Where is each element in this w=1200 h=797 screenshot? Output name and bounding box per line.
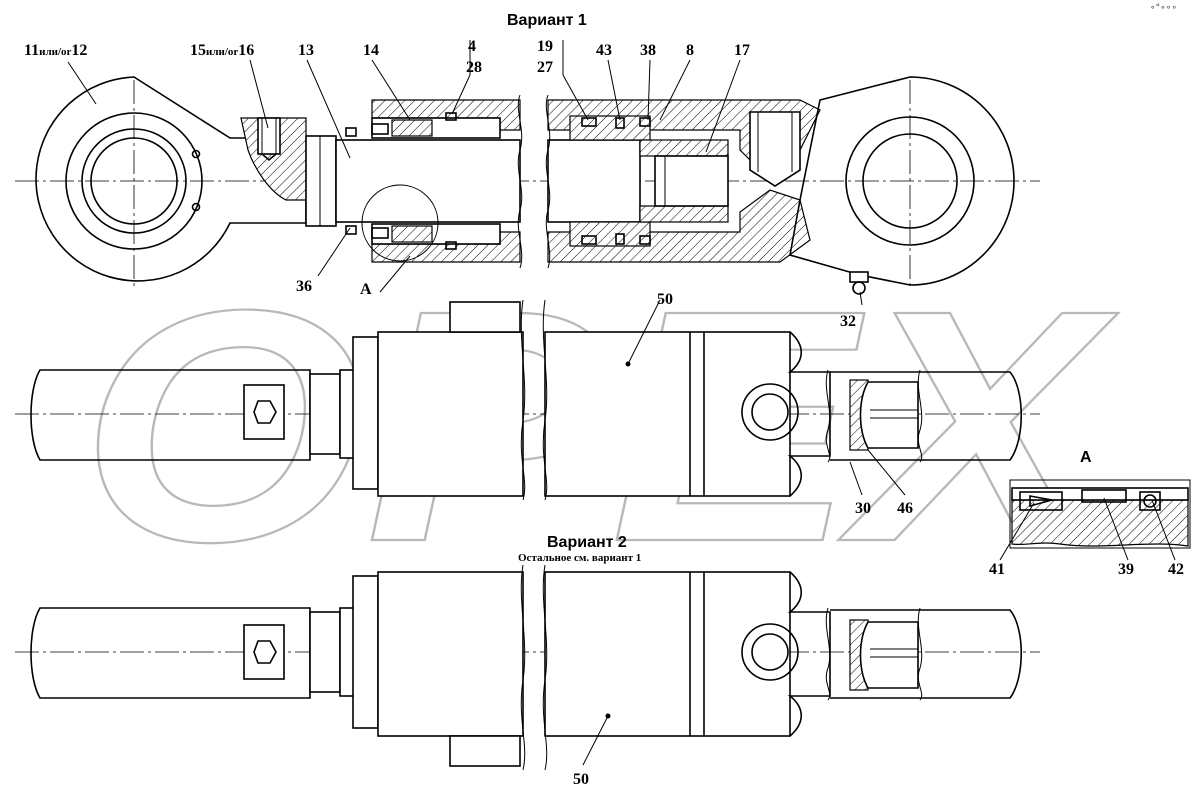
label-13: 13 — [298, 42, 314, 59]
corner-mark: ∘°∘∘∘ — [1150, 3, 1177, 13]
cylinder-clevis-right — [749, 76, 1015, 295]
view-variant-1-exterior — [15, 299, 1040, 501]
label-a-callout: A — [360, 281, 372, 298]
label-15-16: 15или/or16 — [190, 42, 254, 59]
label-50-top: 50 — [657, 291, 673, 308]
piston-rod — [305, 135, 641, 227]
label-41: 41 — [989, 561, 1005, 578]
detail-a — [1009, 479, 1191, 549]
titles: Вариант 1 Вариант 2 Остальное см. вариан… — [507, 12, 1092, 564]
label-43: 43 — [596, 42, 612, 59]
label-32: 32 — [840, 313, 856, 330]
part-labels: 11или/or12 15или/or16 13 14 4 28 19 27 4… — [24, 38, 1184, 788]
label-50-bottom: 50 — [573, 771, 589, 788]
variant-1-title: Вариант 1 — [507, 12, 587, 29]
variant-2-note: Остальное см. вариант 1 — [518, 552, 641, 564]
callout-dot-50-bottom — [605, 713, 611, 719]
label-4: 4 — [468, 38, 476, 55]
label-19: 19 — [537, 38, 553, 55]
label-38: 38 — [640, 42, 656, 59]
view-variant-2-exterior — [15, 564, 1040, 771]
label-11-12: 11или/or12 — [24, 42, 87, 59]
callout-dot-50-top — [625, 361, 631, 367]
label-42: 42 — [1168, 561, 1184, 578]
label-27: 27 — [537, 59, 553, 76]
label-28: 28 — [466, 59, 482, 76]
label-36: 36 — [296, 278, 312, 295]
rod-eye-left — [35, 76, 307, 282]
label-8: 8 — [686, 42, 694, 59]
leader-lines — [67, 40, 1176, 766]
label-39: 39 — [1118, 561, 1134, 578]
label-17: 17 — [734, 42, 750, 59]
label-46: 46 — [897, 500, 913, 517]
variant-2-title: Вариант 2 — [547, 534, 627, 551]
view-variant-1-section — [15, 76, 1040, 295]
label-30: 30 — [855, 500, 871, 517]
detail-a-title: A — [1080, 449, 1092, 466]
label-14: 14 — [363, 42, 379, 59]
